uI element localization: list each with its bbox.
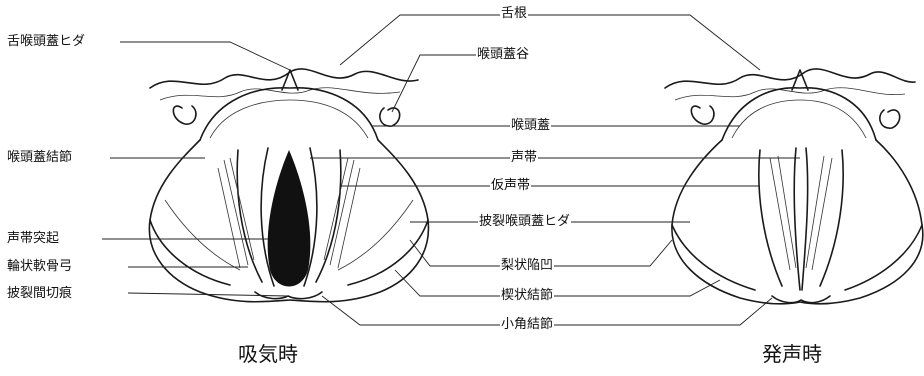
label-aryepiglottic-fold: 披裂喉頭蓋ヒダ (478, 214, 572, 229)
label-vocal-process: 声帯突起 (6, 231, 61, 246)
label-vocal-cord: 声帯 (510, 150, 539, 165)
label-corniculate-tubercle: 小角結節 (500, 317, 555, 332)
label-piriform-recess: 梨状陥凹 (500, 258, 555, 273)
caption-phonation: 発声時 (762, 342, 822, 366)
label-aryepiglottic-fold-left: 舌喉頭蓋ヒダ (6, 34, 87, 49)
label-vallecula: 喉頭蓋谷 (476, 47, 531, 62)
label-false-vocal-cord: 仮声帯 (490, 178, 532, 193)
larynx-inspiration (148, 68, 430, 303)
label-tongue-root: 舌根 (500, 6, 529, 21)
label-interarytenoid-notch: 披裂間切痕 (6, 286, 74, 301)
larynx-phonation (664, 68, 924, 305)
caption-inspiration: 吸気時 (238, 342, 298, 366)
label-cuneiform-tubercle: 楔状結節 (500, 288, 555, 303)
leader-lines (102, 14, 800, 326)
label-epiglottis: 喉頭蓋 (510, 118, 552, 133)
label-cricoid-arch: 輪状軟骨弓 (6, 259, 74, 274)
label-epiglottic-tubercle: 喉頭蓋結節 (6, 150, 74, 165)
